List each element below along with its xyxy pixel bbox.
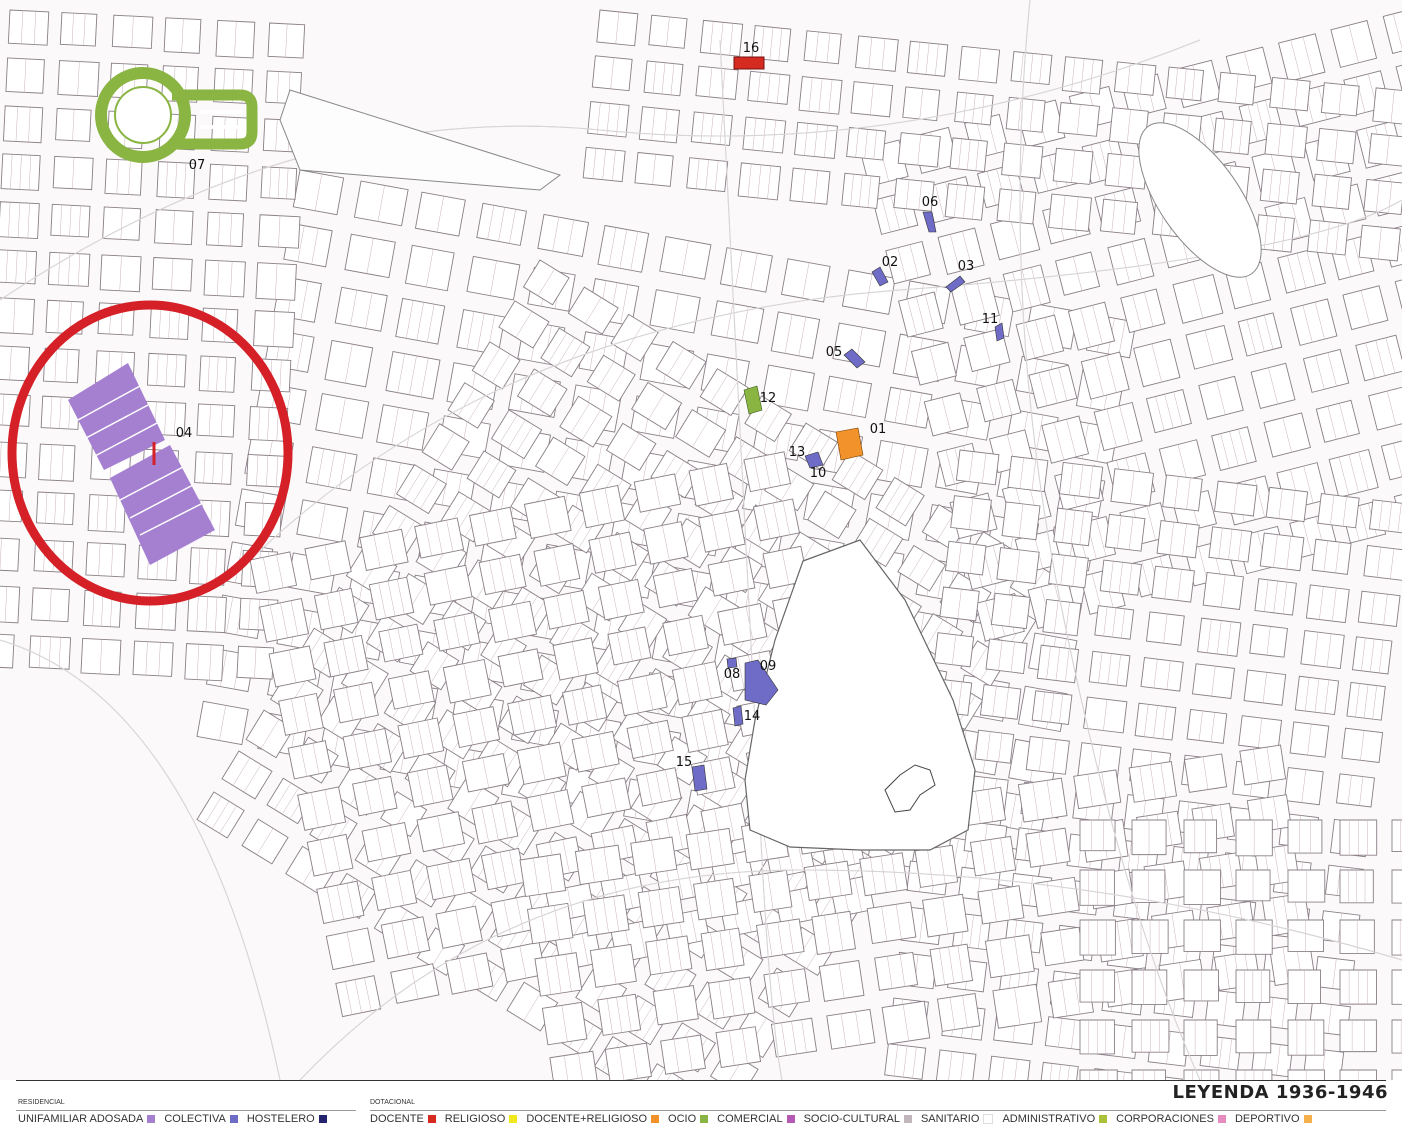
marker-14-shape[interactable]: [732, 705, 744, 727]
dotational-legend-swatch: [700, 1115, 709, 1123]
dotational-legend-item: ADMINISTRATIVO: [1002, 1113, 1108, 1125]
dotational-legend-item: OCIO: [668, 1113, 709, 1125]
dotational-legend-item: DEPORTIVO: [1235, 1113, 1312, 1125]
marker-labels: 01 02 03 04 05 06 07 08 09 10 11 12 13 14 15 16: [176, 41, 999, 770]
residential-legend-swatch: [147, 1115, 156, 1123]
residential-legend-swatch: [318, 1115, 327, 1123]
residential-legend-item-label: HOSTELERO: [246, 1113, 315, 1125]
dotational-legend-swatch: [509, 1115, 518, 1123]
dotational-rule: [370, 1110, 1386, 1111]
dotational-legend-swatch: [903, 1115, 912, 1123]
marker-label-09: 09: [760, 659, 777, 674]
dotational-legend-item: DOCENTE+RELIGIOSO: [526, 1113, 660, 1125]
marker-10-13-shape[interactable]: [804, 451, 824, 469]
marker-label-13: 13: [789, 445, 806, 460]
marker-01-shape[interactable]: [835, 427, 864, 461]
residential-legend-row: UNIFAMILIAR ADOSADA COLECTIVA HOSTELERO: [18, 1113, 332, 1125]
dotational-legend-swatch: [1303, 1115, 1312, 1123]
marker-09-shape[interactable]: [744, 659, 779, 706]
dotational-legend-item-label: ADMINISTRATIVO: [1002, 1113, 1096, 1125]
residential-legend-item: UNIFAMILIAR ADOSADA: [18, 1113, 156, 1125]
marker-label-05: 05: [826, 345, 843, 360]
residential-group-label: RESIDENCIAL: [18, 1099, 65, 1106]
north-park: [279, 89, 562, 191]
plaza-building: [884, 764, 936, 813]
map-canvas: 01 02 03 04 05 06 07 08 09 10 11 12 13 14 15 16: [0, 0, 1402, 1080]
marker-04-shape[interactable]: [68, 363, 215, 565]
dotational-legend-item: DOCENTE: [370, 1113, 436, 1125]
marker-11-shape[interactable]: [994, 322, 1005, 342]
marker-02-shape[interactable]: [871, 266, 889, 287]
city-map[interactable]: 01 02 03 04 05 06 07 08 09 10 11 12 13 14 15 16: [0, 0, 1402, 1080]
residential-legend-item-label: UNIFAMILIAR ADOSADA: [18, 1113, 144, 1125]
dotational-legend-item: SOCIO-CULTURAL: [804, 1113, 912, 1125]
marker-label-16: 16: [743, 41, 760, 56]
residential-legend-item: COLECTIVA: [164, 1113, 238, 1125]
marker-12-shape[interactable]: [743, 385, 763, 415]
dotational-legend-item-label: DOCENTE: [370, 1113, 424, 1125]
residential-legend-swatch: [229, 1115, 238, 1123]
marker-label-06: 06: [922, 195, 939, 210]
dotational-legend-swatch: [427, 1115, 436, 1123]
residential-rule: [16, 1110, 356, 1111]
highlight-circle: [7, 300, 293, 606]
marker-05-shape[interactable]: [843, 348, 866, 369]
marker-label-08: 08: [724, 667, 741, 682]
residential-legend-item: HOSTELERO: [247, 1113, 327, 1125]
dotational-legend-item: SANITARIO: [920, 1113, 994, 1125]
dotational-legend-item: COMERCIAL: [717, 1113, 795, 1125]
marker-label-11: 11: [982, 312, 999, 327]
dotational-legend-item-label: CORPORACIONES: [1116, 1113, 1214, 1125]
dotational-legend-swatch: [983, 1114, 994, 1124]
marker-label-15: 15: [676, 755, 693, 770]
legend: LEYENDA 1936-1946 RESIDENCIAL DOTACIONAL…: [0, 1080, 1402, 1134]
dotational-legend-swatch: [1217, 1115, 1226, 1123]
marker-16-shape[interactable]: [733, 56, 765, 70]
marker-07-shape[interactable]: [95, 67, 258, 163]
marker-label-07: 07: [189, 158, 206, 173]
marker-label-03: 03: [958, 259, 975, 274]
marker-label-01: 01: [870, 422, 887, 437]
residential-legend-item-label: COLECTIVA: [164, 1113, 226, 1125]
street-block-layer: [0, 0, 1402, 1080]
marker-03-shape[interactable]: [945, 275, 966, 293]
dotational-legend-swatch: [786, 1115, 795, 1123]
dotational-legend-item: RELIGIOSO: [445, 1113, 518, 1125]
highlight-layer: [7, 56, 1005, 792]
park-layer: [95, 67, 1262, 851]
dotational-legend-item-label: COMERCIAL: [717, 1113, 783, 1125]
dotational-legend-item-label: OCIO: [668, 1113, 697, 1125]
dotational-legend-swatch: [651, 1115, 660, 1123]
marker-label-14: 14: [744, 709, 761, 724]
dotational-legend-item-label: SOCIO-CULTURAL: [803, 1113, 900, 1125]
eastern-oval: [1138, 122, 1262, 278]
dotational-legend-item-label: SANITARIO: [920, 1113, 980, 1125]
dotational-legend-item-label: RELIGIOSO: [444, 1113, 506, 1125]
marker-15-shape[interactable]: [691, 764, 708, 792]
dotational-legend-swatch: [1099, 1115, 1108, 1123]
marker-label-12: 12: [760, 391, 777, 406]
dotational-legend-row: DOCENTE RELIGIOSO DOCENTE+RELIGIOSO OCIO COM…: [370, 1113, 1317, 1125]
dotational-legend-item-label: DOCENTE+RELIGIOSO: [526, 1113, 648, 1125]
marker-08-shape[interactable]: [726, 657, 738, 669]
legend-top-rule: [16, 1080, 1386, 1081]
marker-label-10: 10: [810, 466, 827, 481]
marker-label-02: 02: [882, 255, 899, 270]
legend-title: LEYENDA 1936-1946: [1172, 1082, 1388, 1103]
dotational-group-label: DOTACIONAL: [370, 1099, 415, 1106]
marker-06-shape[interactable]: [922, 211, 937, 233]
dotational-legend-item-label: DEPORTIVO: [1234, 1113, 1300, 1125]
marker-label-04: 04: [176, 426, 193, 441]
dotational-legend-item: CORPORACIONES: [1116, 1113, 1226, 1125]
